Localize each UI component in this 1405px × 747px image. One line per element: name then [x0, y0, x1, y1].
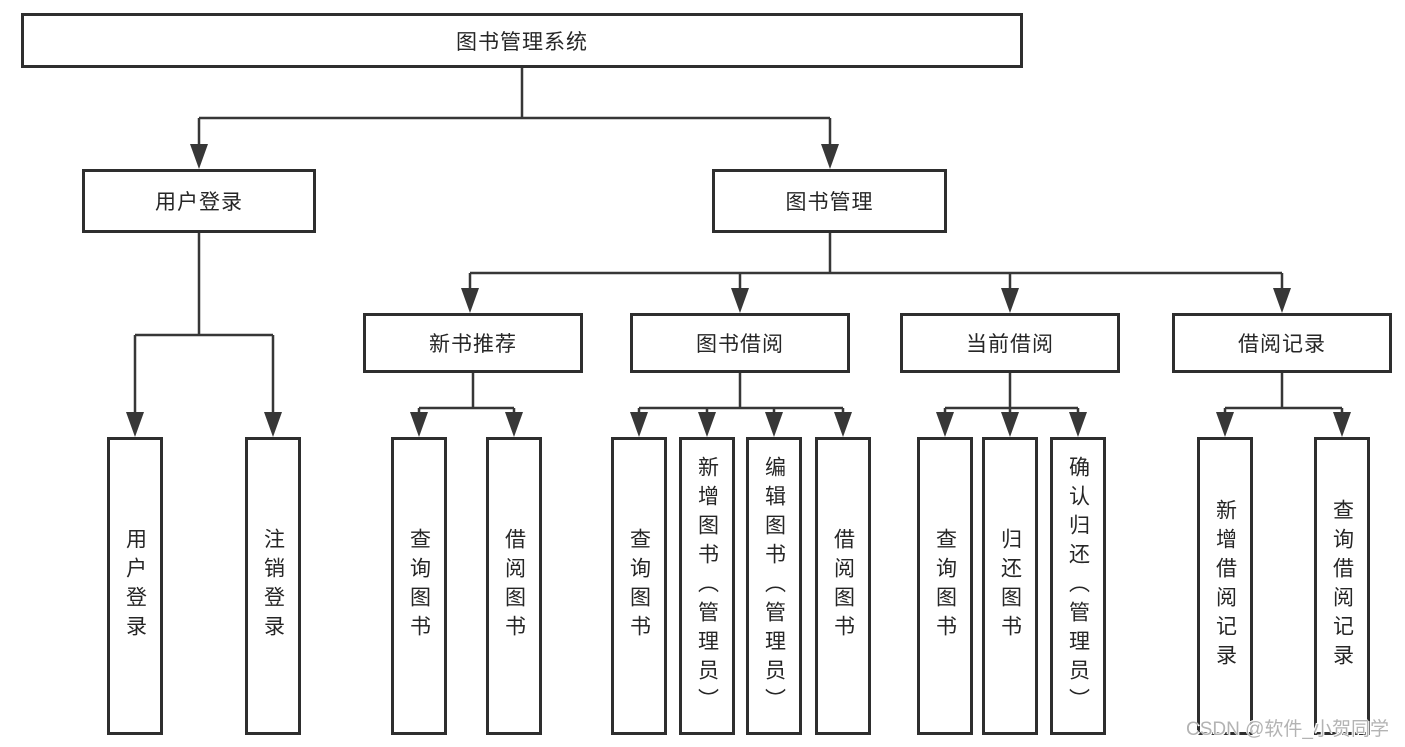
node-root: 图书管理系统 [21, 13, 1023, 68]
leaf-bb-borrow-books: 借阅图书 [815, 437, 871, 735]
leaf-br-query-record-label: 查询借阅记录 [1330, 499, 1354, 673]
leaf-cb-query-books: 查询图书 [917, 437, 973, 735]
leaf-bb-add-books-admin: 新增图书（管理员） [679, 437, 735, 735]
node-root-label: 图书管理系统 [456, 30, 588, 54]
leaf-user-login: 用户登录 [107, 437, 163, 735]
leaf-logout: 注销登录 [245, 437, 301, 735]
node-book-borrow-label: 图书借阅 [696, 333, 784, 356]
leaf-br-add-record-label: 新增借阅记录 [1213, 499, 1237, 673]
leaf-bb-edit-books-admin-label: 编辑图书（管理员） [762, 455, 786, 717]
csdn-watermark: CSDN @软件_小贺同学 [1186, 719, 1389, 740]
leaf-bb-query-books: 查询图书 [611, 437, 667, 735]
node-book-management-label: 图书管理 [785, 191, 874, 214]
leaf-cb-confirm-return-admin: 确认归还（管理员） [1050, 437, 1106, 735]
node-user-login-label: 用户登录 [155, 191, 243, 214]
leaf-cb-return-books: 归还图书 [982, 437, 1038, 735]
node-new-book-rec-label: 新书推荐 [429, 333, 517, 356]
node-user-login: 用户登录 [82, 169, 316, 233]
leaf-nbr-query-books-label: 查询图书 [407, 528, 431, 644]
leaf-bb-edit-books-admin: 编辑图书（管理员） [746, 437, 802, 735]
node-current-borrow: 当前借阅 [900, 313, 1120, 373]
node-borrow-records-label: 借阅记录 [1238, 333, 1326, 356]
leaf-cb-confirm-return-admin-label: 确认归还（管理员） [1066, 455, 1090, 717]
leaf-cb-query-books-label: 查询图书 [933, 528, 957, 644]
leaf-logout-label: 注销登录 [261, 528, 285, 644]
leaf-br-add-record: 新增借阅记录 [1197, 437, 1253, 735]
node-book-borrow: 图书借阅 [630, 313, 850, 373]
node-current-borrow-label: 当前借阅 [966, 333, 1054, 356]
leaf-br-query-record: 查询借阅记录 [1314, 437, 1370, 735]
leaf-bb-borrow-books-label: 借阅图书 [831, 528, 855, 644]
node-new-book-rec: 新书推荐 [363, 313, 583, 373]
leaf-bb-add-books-admin-label: 新增图书（管理员） [695, 455, 719, 717]
connector-lines [133, 68, 1344, 415]
leaf-nbr-borrow-books: 借阅图书 [486, 437, 542, 735]
leaf-nbr-borrow-books-label: 借阅图书 [502, 528, 526, 644]
leaf-user-login-label: 用户登录 [123, 528, 147, 644]
leaf-nbr-query-books: 查询图书 [391, 437, 447, 735]
node-book-management: 图书管理 [712, 169, 947, 233]
leaf-cb-return-books-label: 归还图书 [998, 528, 1022, 644]
node-borrow-records: 借阅记录 [1172, 313, 1392, 373]
leaf-bb-query-books-label: 查询图书 [627, 528, 651, 644]
arrow-head-icons [126, 144, 1351, 437]
